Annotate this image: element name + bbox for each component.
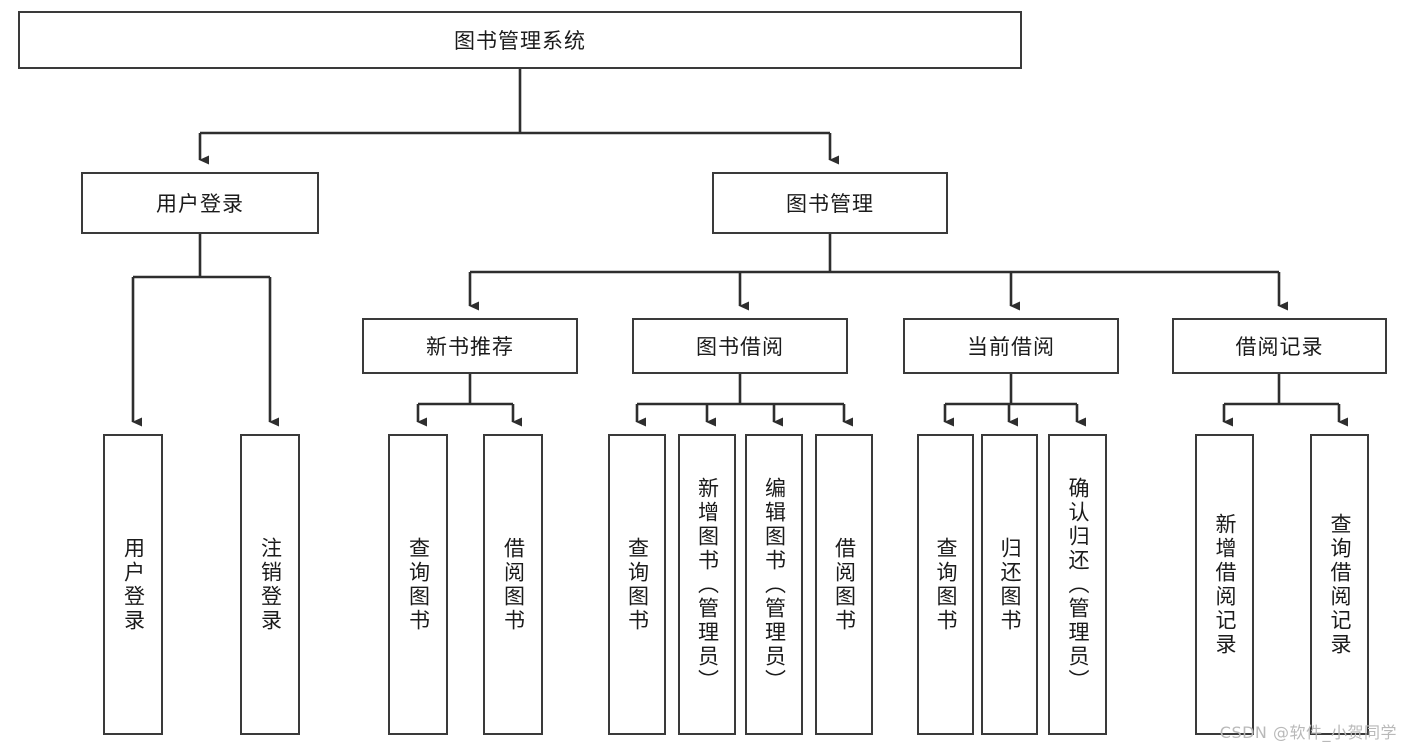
node-leaf-query-book-current-label: 查询图书 — [934, 536, 958, 633]
node-borrow-records[interactable]: 借阅记录 — [1172, 318, 1387, 374]
node-root[interactable]: 图书管理系统 — [18, 11, 1022, 69]
node-leaf-query-book-current[interactable]: 查询图书 — [917, 434, 974, 735]
node-book-management[interactable]: 图书管理 — [712, 172, 948, 234]
node-leaf-borrow-book-recommend[interactable]: 借阅图书 — [483, 434, 543, 735]
node-leaf-query-borrow-record-label: 查询借阅记录 — [1328, 512, 1352, 657]
node-leaf-return-book-label: 归还图书 — [998, 536, 1022, 633]
node-leaf-query-borrow-record[interactable]: 查询借阅记录 — [1310, 434, 1369, 735]
node-leaf-query-book-recommend-label: 查询图书 — [406, 536, 431, 633]
node-current-borrow-label: 当前借阅 — [967, 335, 1055, 359]
node-leaf-return-book[interactable]: 归还图书 — [981, 434, 1038, 735]
node-leaf-query-book-borrow[interactable]: 查询图书 — [608, 434, 666, 735]
node-leaf-add-book-admin[interactable]: 新增图书（管理员） — [678, 434, 736, 735]
node-leaf-add-borrow-record[interactable]: 新增借阅记录 — [1195, 434, 1254, 735]
node-leaf-user-login[interactable]: 用户登录 — [103, 434, 163, 735]
node-leaf-confirm-return-admin-label: 确认归还（管理员） — [1066, 476, 1090, 693]
node-leaf-confirm-return-admin[interactable]: 确认归还（管理员） — [1048, 434, 1107, 735]
node-book-borrow[interactable]: 图书借阅 — [632, 318, 848, 374]
node-leaf-add-borrow-record-label: 新增借阅记录 — [1213, 512, 1237, 657]
node-new-book-recommend[interactable]: 新书推荐 — [362, 318, 578, 374]
csdn-watermark: CSDN @软件_小贺同学 — [1219, 723, 1397, 742]
node-leaf-borrow-book-label: 借阅图书 — [832, 536, 857, 633]
node-leaf-borrow-book[interactable]: 借阅图书 — [815, 434, 873, 735]
node-leaf-borrow-book-recommend-label: 借阅图书 — [501, 536, 526, 633]
node-leaf-user-login-label: 用户登录 — [121, 536, 146, 633]
node-user-login[interactable]: 用户登录 — [81, 172, 319, 234]
node-borrow-records-label: 借阅记录 — [1235, 335, 1324, 359]
node-leaf-edit-book-admin[interactable]: 编辑图书（管理员） — [745, 434, 803, 735]
node-leaf-logout-label: 注销登录 — [258, 536, 283, 633]
node-current-borrow[interactable]: 当前借阅 — [903, 318, 1119, 374]
node-user-login-label: 用户登录 — [156, 192, 244, 216]
node-leaf-query-book-borrow-label: 查询图书 — [625, 536, 650, 633]
node-book-borrow-label: 图书借阅 — [696, 335, 784, 359]
node-leaf-edit-book-admin-label: 编辑图书（管理员） — [762, 476, 787, 693]
node-leaf-logout[interactable]: 注销登录 — [240, 434, 300, 735]
node-book-management-label: 图书管理 — [786, 192, 874, 216]
node-leaf-query-book-recommend[interactable]: 查询图书 — [388, 434, 448, 735]
node-new-book-recommend-label: 新书推荐 — [426, 335, 514, 359]
node-leaf-add-book-admin-label: 新增图书（管理员） — [695, 476, 720, 693]
node-root-label: 图书管理系统 — [454, 29, 586, 53]
